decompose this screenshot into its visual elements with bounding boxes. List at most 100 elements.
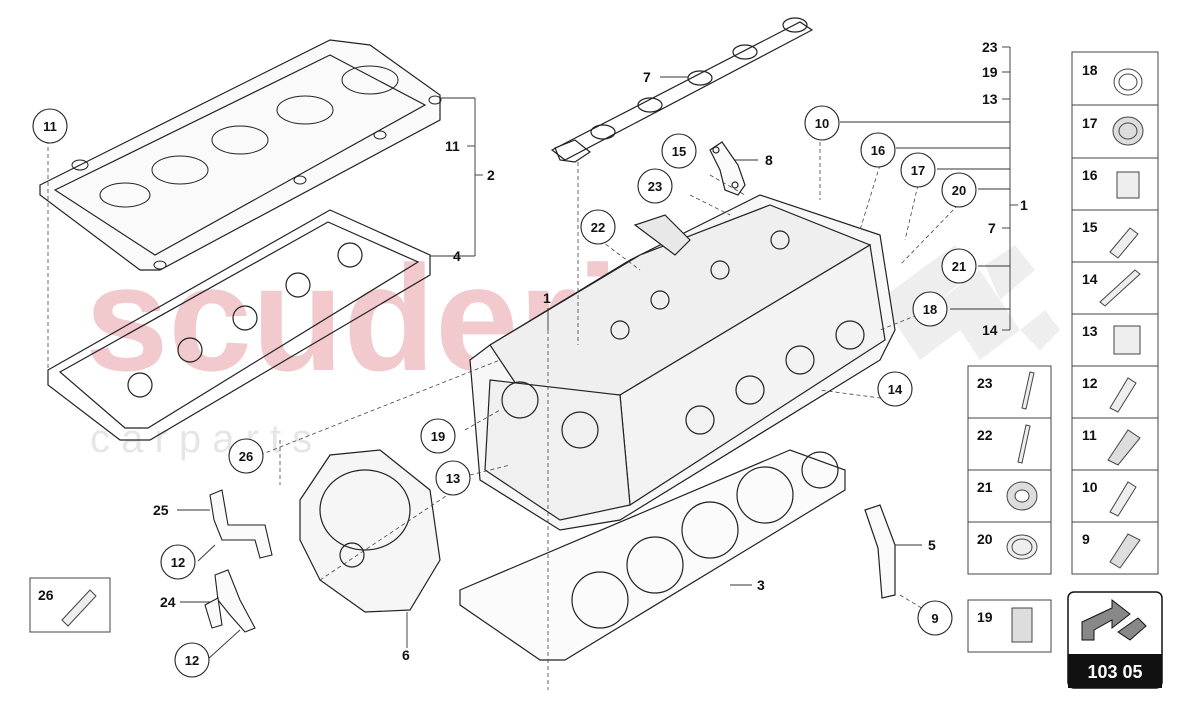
circle-callout-22: 22 [580, 209, 616, 245]
callout-7: 7 [643, 69, 651, 85]
svg-text:14: 14 [888, 382, 903, 397]
svg-text:22: 22 [591, 220, 605, 235]
callout-6: 6 [402, 647, 410, 663]
callout-25: 25 [153, 502, 169, 518]
circle-callout-12a: 12 [160, 544, 196, 580]
callout-14: 14 [982, 322, 998, 338]
circle-callout-18: 18 [912, 291, 948, 327]
callout-4: 4 [453, 248, 461, 264]
svg-text:20: 20 [952, 183, 966, 198]
svg-text:23: 23 [977, 375, 993, 391]
svg-text:22: 22 [977, 427, 993, 443]
svg-text:18: 18 [1082, 62, 1098, 78]
circled-callouts: 11 10 15 16 17 20 21 18 14 23 22 19 13 2… [32, 105, 977, 678]
svg-text:14: 14 [1082, 271, 1098, 287]
panel-20: 20 [967, 521, 1052, 575]
callout-2: 2 [487, 167, 495, 183]
callout-8: 8 [765, 152, 773, 168]
svg-text:10: 10 [815, 116, 829, 131]
circle-callout-14: 14 [877, 371, 913, 407]
svg-text:11: 11 [43, 119, 57, 134]
head-gasket [459, 449, 846, 661]
callout-24: 24 [160, 594, 176, 610]
panel-18: 18 [1071, 51, 1159, 106]
callout-13: 13 [982, 91, 998, 107]
callout-1: 1 [543, 290, 551, 306]
bracket-25 [209, 489, 273, 559]
circle-callout-9: 9 [917, 600, 953, 636]
panel-13: 13 [1071, 313, 1159, 367]
callout-23: 23 [982, 39, 998, 55]
svg-text:13: 13 [1082, 323, 1098, 339]
intake-gasket [550, 17, 814, 163]
svg-text:18: 18 [923, 302, 937, 317]
callout-numbers: 1 1 2 3 4 5 6 7 7 8 11 13 14 19 23 24 25 [153, 39, 1028, 663]
svg-text:19: 19 [431, 429, 445, 444]
svg-text:26: 26 [239, 449, 253, 464]
circle-callout-23: 23 [637, 168, 673, 204]
panel-15: 15 [1071, 209, 1159, 263]
circle-callout-13: 13 [435, 460, 471, 496]
svg-text:16: 16 [1082, 167, 1098, 183]
page-code: 103 05 [1087, 662, 1142, 682]
panel-19: 19 [967, 599, 1052, 653]
svg-text:15: 15 [672, 144, 686, 159]
panel-22: 22 [967, 417, 1052, 471]
valve-cover [39, 39, 442, 271]
panel-12: 12 [1071, 365, 1159, 419]
svg-text:17: 17 [1082, 115, 1098, 131]
svg-text:17: 17 [911, 163, 925, 178]
panel-16: 16 [1071, 157, 1159, 211]
svg-text:20: 20 [977, 531, 993, 547]
svg-text:21: 21 [977, 479, 993, 495]
arrow-icon [1081, 598, 1147, 641]
bracket-5 [864, 504, 896, 599]
callout-3: 3 [757, 577, 765, 593]
circle-callout-12b: 12 [174, 642, 210, 678]
panel-10: 10 [1071, 469, 1159, 523]
circle-callout-17: 17 [900, 152, 936, 188]
svg-text:12: 12 [171, 555, 185, 570]
circle-callout-20: 20 [941, 172, 977, 208]
panel-26: 26 [29, 577, 111, 633]
parts-panels-right: 18 17 16 15 14 13 12 11 10 9 [1071, 51, 1159, 575]
svg-text:26: 26 [38, 587, 54, 603]
circle-callout-11: 11 [32, 108, 68, 144]
panel-11: 11 [1071, 417, 1159, 471]
svg-text:11: 11 [1082, 427, 1097, 443]
callout-lines [177, 46, 1018, 660]
svg-text:12: 12 [185, 653, 199, 668]
panel-23: 23 [967, 365, 1052, 419]
parts-panels-mid: 23 22 21 20 [967, 365, 1052, 575]
page-code-badge: 103 05 [1067, 591, 1163, 689]
svg-text:15: 15 [1082, 219, 1098, 235]
panel-14: 14 [1071, 261, 1159, 315]
svg-text:19: 19 [977, 609, 993, 625]
svg-text:13: 13 [446, 471, 460, 486]
panel-17: 17 [1071, 104, 1159, 159]
svg-text:16: 16 [871, 143, 885, 158]
circle-callout-19: 19 [420, 418, 456, 454]
circle-callout-21: 21 [941, 248, 977, 284]
svg-text:9: 9 [931, 611, 938, 626]
circle-callout-10: 10 [804, 105, 840, 141]
timing-cover [299, 449, 441, 613]
callout-19: 19 [982, 64, 998, 80]
panel-21: 21 [967, 469, 1052, 523]
panel-9: 9 [1071, 521, 1159, 575]
circle-callout-16: 16 [860, 132, 896, 168]
callout-5: 5 [928, 537, 936, 553]
watermark-sub: c a r p a r t s [90, 417, 312, 461]
bracket-8 [709, 141, 746, 196]
bracket-24 [204, 569, 256, 633]
callout-11: 11 [445, 138, 460, 154]
svg-text:12: 12 [1082, 375, 1098, 391]
leader-lines [47, 135, 959, 690]
cylinder-head [469, 194, 896, 531]
circle-callout-15: 15 [661, 133, 697, 169]
svg-text:21: 21 [952, 259, 966, 274]
svg-text:23: 23 [648, 179, 662, 194]
svg-text:9: 9 [1082, 531, 1090, 547]
circle-callout-26: 26 [228, 438, 264, 474]
